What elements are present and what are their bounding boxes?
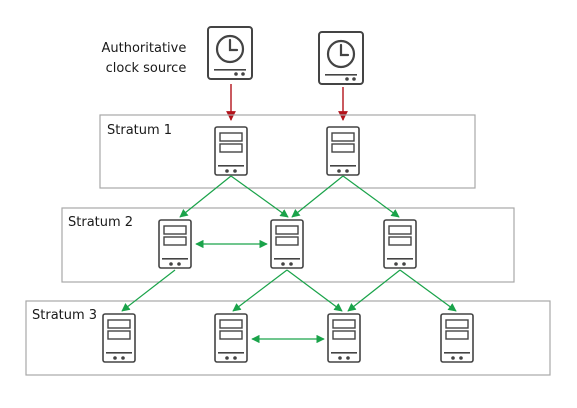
sync-arrows-s1-s2 [179,175,400,218]
stratum-label: Stratum 1 [107,123,172,138]
server-icon [327,313,361,363]
source-label: Authoritative clock source [102,41,191,76]
clock-icon [317,30,365,86]
server-icon [270,219,304,269]
stratum-1-box: Stratum 1 [99,114,476,189]
server-icon [158,219,192,269]
server-icon [102,313,136,363]
server-icon [440,313,474,363]
clock-icon [206,25,254,81]
server-icon [214,313,248,363]
sync-arrows-s2-s3 [121,269,457,312]
stratum-2-box: Stratum 2 [61,207,515,283]
server-icon [214,126,248,176]
server-icon [326,126,360,176]
stratum-3-box: Stratum 3 [25,300,551,376]
stratum-label: Stratum 2 [68,215,133,230]
server-icon [383,219,417,269]
stratum-label: Stratum 3 [32,308,97,323]
